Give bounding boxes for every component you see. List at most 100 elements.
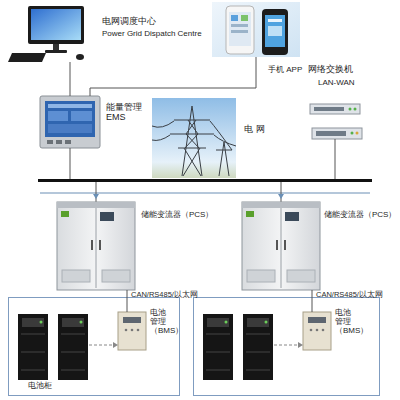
node-label: 能量管理 EMS xyxy=(106,102,146,123)
network-switch-device xyxy=(310,104,360,114)
pcs-cabinet-drawing xyxy=(57,202,135,290)
node-label: 电网调度中心 xyxy=(102,16,156,26)
bms-device xyxy=(322,329,325,332)
ems-device xyxy=(71,111,92,121)
connector-line xyxy=(312,290,313,312)
power-tower-picture xyxy=(152,135,170,140)
ems-device xyxy=(48,124,92,133)
ems-device xyxy=(48,111,68,121)
pcs-cabinet-drawing xyxy=(242,202,320,290)
pcs-cabinet: 储能变流器（PCS） xyxy=(242,202,320,290)
node-label: 电池 管理 （BMS） xyxy=(150,308,172,336)
node-label: 网络交换机 xyxy=(308,64,353,74)
network-switch-device xyxy=(351,132,354,135)
power-tower-picture xyxy=(182,106,202,176)
battery-cabinet-group: 电池柜电池 管理 （BMS） xyxy=(8,297,180,396)
pcs-cabinet-drawing xyxy=(57,202,135,208)
battery-rack xyxy=(246,334,270,335)
power-tower-picture xyxy=(186,120,196,134)
bms-device xyxy=(308,317,326,323)
connector-line xyxy=(70,62,71,96)
pcs-cabinet-drawing xyxy=(102,270,130,282)
bms-device xyxy=(123,317,141,323)
network-switch-device xyxy=(316,131,346,136)
power-tower-picture xyxy=(178,148,206,149)
pcs-cabinet-drawing xyxy=(281,208,282,288)
pcs-cabinet-drawing xyxy=(287,270,315,282)
battery-rack xyxy=(207,318,229,327)
battery-rack xyxy=(265,321,268,324)
pcs-cabinet-drawing xyxy=(99,240,101,250)
pcs-cabinet: 储能变流器（PCS） xyxy=(57,202,135,290)
ac-bus-line xyxy=(278,194,284,199)
node-label: 手机 APP xyxy=(268,65,302,74)
ac-bus-line xyxy=(335,139,336,179)
network-switch-device xyxy=(312,128,362,139)
node-label: LAN-WAN xyxy=(318,78,355,87)
battery-rack xyxy=(61,352,85,353)
phone-app-picture xyxy=(212,2,300,57)
dashed-signal-line xyxy=(113,342,118,348)
connector-line xyxy=(90,57,256,96)
battery-rack xyxy=(203,314,273,380)
dispatch-centre-icon: 电网调度中心Power Grid Dispatch Centre xyxy=(8,4,94,62)
bms-device xyxy=(316,329,319,332)
pcs-cabinet-drawing xyxy=(91,240,93,250)
power-tower-picture xyxy=(210,121,232,150)
bms-unit: 电池 管理 （BMS） xyxy=(303,312,331,350)
network-switch-device xyxy=(356,132,359,135)
bms-device xyxy=(125,329,128,332)
dashed-signal-line xyxy=(89,345,113,346)
battery-rack xyxy=(18,314,88,380)
pcs-cabinet-drawing xyxy=(61,211,69,217)
pcs-cabinet-drawing xyxy=(242,202,320,290)
computer-icon xyxy=(8,6,84,62)
power-tower-picture xyxy=(188,120,198,134)
battery-rack xyxy=(21,334,45,335)
power-tower-picture xyxy=(216,150,232,151)
phone-app-picture xyxy=(241,15,248,21)
ems-device xyxy=(65,140,71,144)
battery-rack xyxy=(18,314,48,380)
power-tower-picture xyxy=(152,121,174,127)
power-tower-picture xyxy=(152,98,236,178)
phone-app-icon: 手机 APP xyxy=(212,2,300,57)
bms-device xyxy=(303,312,331,350)
battery-rack xyxy=(40,321,43,324)
bms-unit: 电池 管理 （BMS） xyxy=(118,312,146,350)
ems-device xyxy=(45,101,95,137)
battery-rack xyxy=(61,334,85,335)
battery-rack xyxy=(22,318,44,327)
dashed-signal-line xyxy=(89,342,303,348)
dashed-signal-line xyxy=(298,342,303,348)
pcs-cabinet-drawing xyxy=(247,270,275,282)
phone-app-picture xyxy=(212,2,300,57)
power-tower-picture xyxy=(219,142,229,176)
bms-device xyxy=(137,329,140,332)
battery-rack xyxy=(203,314,233,380)
pcs-cabinet-drawing xyxy=(100,212,114,221)
phone-app-picture xyxy=(226,6,254,54)
power-tower-picture xyxy=(152,98,236,178)
battery-rack xyxy=(246,352,270,353)
connector-line xyxy=(127,290,128,312)
battery-rack xyxy=(225,321,228,324)
phone-app-picture xyxy=(268,26,282,36)
edge-label: CAN/RS485/以太网 xyxy=(316,291,383,299)
computer-icon xyxy=(45,50,67,53)
bms-device xyxy=(303,312,331,350)
phone-app-picture xyxy=(231,30,248,33)
phone-app-picture xyxy=(262,9,288,55)
computer-icon xyxy=(8,53,46,62)
power-tower-picture xyxy=(214,135,236,146)
node-label: 储能变流器（PCS） xyxy=(141,210,213,219)
bms-device xyxy=(131,329,134,332)
power-tower-picture xyxy=(185,134,198,148)
node-label: 储能变流器（PCS） xyxy=(324,210,396,219)
power-tower-picture xyxy=(152,106,236,176)
bms-device xyxy=(118,312,146,350)
pcs-cabinet-drawing xyxy=(242,202,320,208)
battery-rack xyxy=(21,352,45,353)
